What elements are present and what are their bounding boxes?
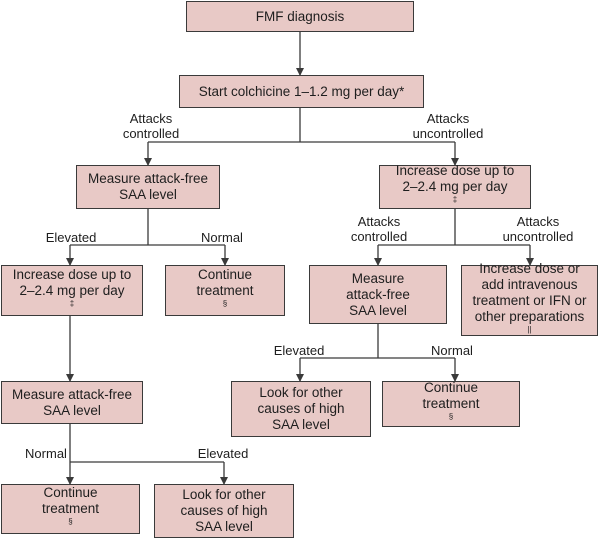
edge-label-text: Normal	[431, 343, 473, 358]
edge-label-normal-1: Normal	[194, 230, 250, 245]
edge-label-attacks-uncontrolled-1: Attacks uncontrolled	[408, 111, 488, 141]
node-text: FMF diagnosis	[255, 8, 345, 24]
node-text: SAA level	[119, 187, 177, 202]
edge-label-attacks-controlled-2: Attacks controlled	[346, 214, 412, 244]
edge-label-text: Normal	[201, 230, 243, 245]
node-text: Continue	[43, 485, 98, 500]
node-text: treatment	[196, 282, 254, 298]
edge-label-text: Attacks	[516, 214, 560, 229]
node-text: causes of high	[257, 401, 345, 416]
edge-label-text: uncontrolled	[502, 229, 574, 244]
edge-label-text: Elevated	[273, 343, 325, 358]
node-text: SAA level	[349, 302, 407, 318]
node-continue-treatment-bottom: Continue treatment§	[1, 484, 140, 534]
footnote-mark: §	[448, 412, 454, 421]
node-text: Continue	[423, 380, 479, 395]
edge-label-text: Normal	[25, 446, 67, 461]
edge-label-attacks-uncontrolled-2: Attacks uncontrolled	[498, 214, 578, 244]
edge-label-text: Attacks	[357, 214, 401, 229]
node-text: treatment or IFN or	[472, 292, 587, 308]
footnote-mark: ‡	[452, 195, 458, 204]
node-increase-dose-iv: Increase dose or add intravenous treatme…	[461, 261, 598, 336]
edge-label-text: Elevated	[197, 446, 249, 461]
node-text: add intravenous	[481, 276, 578, 292]
footnote-mark: §	[68, 517, 73, 526]
node-text: Increase dose up to	[395, 163, 515, 178]
footnote-mark: ||	[527, 324, 532, 334]
footnote-mark: §	[222, 298, 228, 308]
node-text: treatment	[422, 396, 480, 411]
node-text: treatment	[41, 501, 100, 516]
footnote-mark: ‡	[69, 298, 75, 308]
node-text: 2–2.4 mg per day	[19, 282, 125, 298]
node-text: SAA level	[43, 402, 101, 418]
edge-label-text: uncontrolled	[412, 126, 484, 141]
node-text: 2–2.4 mg per day	[402, 179, 508, 194]
node-text: other preparations	[474, 308, 585, 324]
edge-label-text: Attacks	[426, 111, 470, 126]
node-measure-saa-1: Measure attack-free SAA level	[76, 165, 220, 209]
node-text: Measure attack-free	[11, 386, 133, 402]
node-fmf-diagnosis: FMF diagnosis	[186, 1, 414, 32]
node-continue-treatment-right: Continue treatment§	[382, 380, 520, 427]
node-text: Look for other	[182, 487, 266, 502]
node-increase-dose-right: Increase dose up to 2–2.4 mg per day‡	[379, 163, 531, 209]
node-text: causes of high	[180, 503, 268, 518]
edge-label-text: Attacks	[129, 111, 173, 126]
edge-label-text: controlled	[350, 229, 408, 244]
node-text: SAA level	[195, 519, 253, 534]
edge-label-elevated-3: Elevated	[192, 446, 254, 461]
node-continue-treatment-1: Continue treatment§	[165, 265, 285, 316]
node-text: Start colchicine 1–1.2 mg per day*	[198, 83, 405, 99]
node-start-colchicine: Start colchicine 1–1.2 mg per day*	[179, 75, 424, 108]
node-text: Increase dose or	[479, 260, 580, 276]
edge-label-normal-3: Normal	[18, 446, 74, 461]
edge-label-text: controlled	[122, 126, 180, 141]
node-look-other-causes-right: Look for other causes of high SAA level	[231, 381, 371, 437]
node-text: Look for other	[259, 385, 343, 400]
edge-label-elevated-2: Elevated	[268, 343, 330, 358]
node-increase-dose-left: Increase dose up to 2–2.4 mg per day‡	[1, 265, 143, 316]
edge-label-attacks-controlled-1: Attacks controlled	[118, 111, 184, 141]
node-measure-saa-right: Measure attack-free SAA level	[309, 265, 447, 324]
node-text: Measure attack-free	[87, 171, 209, 186]
edge-label-normal-2: Normal	[424, 343, 480, 358]
node-text: Measure	[351, 270, 405, 286]
node-text: attack-free	[346, 286, 410, 302]
node-text: Increase dose up to	[12, 266, 132, 282]
node-look-other-causes-bottom: Look for other causes of high SAA level	[154, 484, 294, 538]
edge-label-elevated-1: Elevated	[40, 230, 102, 245]
edge-label-text: Elevated	[45, 230, 97, 245]
node-text: Continue	[197, 266, 253, 282]
node-measure-saa-2: Measure attack-free SAA level	[1, 381, 143, 424]
node-text: SAA level	[272, 417, 330, 432]
